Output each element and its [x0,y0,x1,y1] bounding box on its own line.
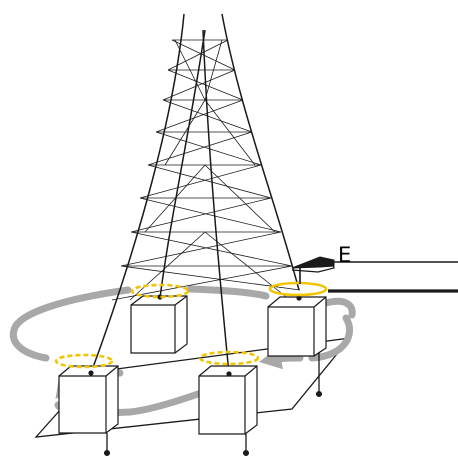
tower-bracing [111,39,301,301]
current-loop-right-front [308,314,354,362]
tower-leg-front-right [202,29,230,375]
current-loop-right-arrow [258,347,304,370]
measurement-lead [299,261,458,293]
lattice-tower-icon [90,13,301,375]
footings [58,295,327,435]
ground-rods [103,352,323,457]
clamp-rings [54,281,328,369]
dashed-ring-front-right [198,350,260,366]
alligator-clip-icon [291,256,335,273]
electrode-label: E [338,243,351,267]
footing-front-right [198,365,258,435]
tower-leg-back-left [159,29,206,299]
clamp-ring-icon [268,281,328,297]
dashed-ring-back-left [130,283,190,299]
tower-leg-back-right [221,13,300,291]
footing-back-right [267,296,327,357]
tower-leg-front-left [90,13,185,374]
footing-back-left [130,295,188,354]
current-loop-upper-right [322,297,356,319]
current-loop-back-right [186,285,270,300]
current-loop-back-left [9,286,132,362]
tower-girts [121,39,292,267]
footing-front-left [58,365,119,434]
dashed-ring-front-left [54,353,114,369]
